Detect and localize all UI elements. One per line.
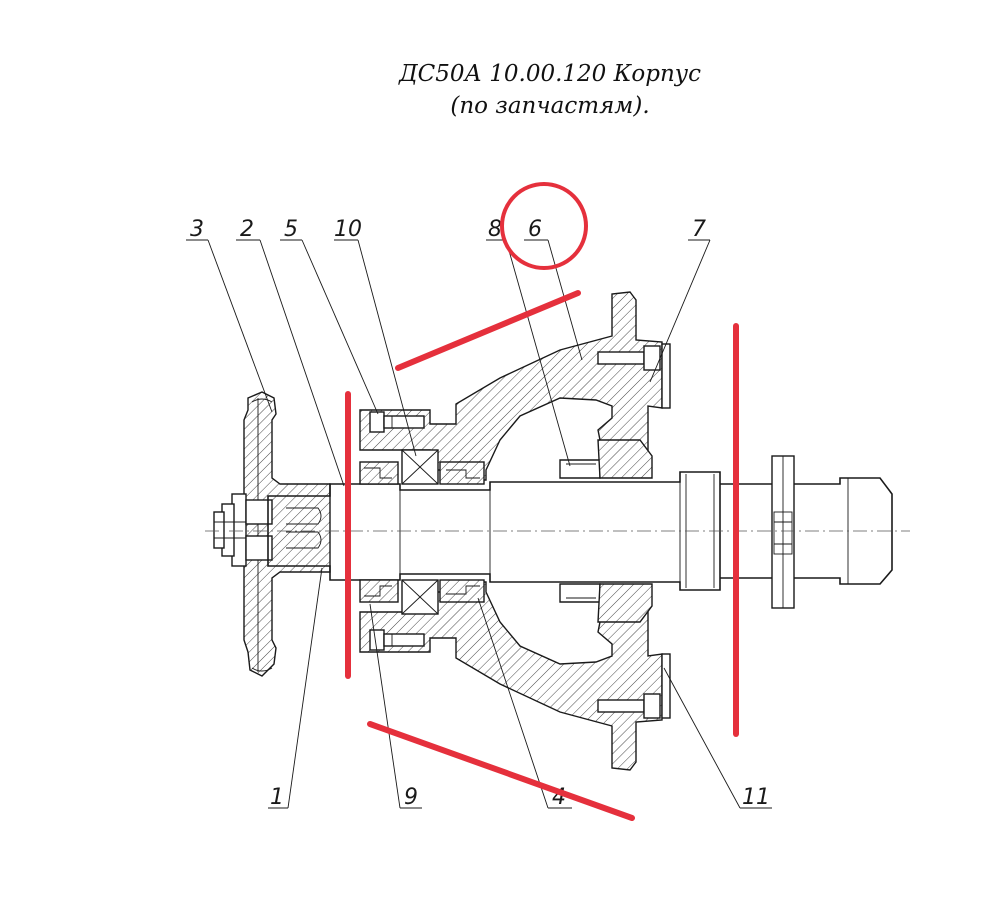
- markup-line-bottom-diagonal: [367, 721, 635, 821]
- seal-left-lower: [359, 579, 399, 603]
- bolt-left-lower: [369, 629, 425, 651]
- bearing-lower: [401, 579, 439, 615]
- bolt-right-lower: [597, 653, 671, 719]
- callout-6: 6: [528, 217, 542, 242]
- red-markup: [345, 182, 739, 821]
- callout-7: 7: [692, 217, 706, 242]
- callout-8: 8: [488, 217, 502, 242]
- callout-2: 2: [240, 217, 254, 242]
- callout-3: 3: [190, 217, 204, 242]
- callout-10: 10: [334, 217, 362, 242]
- markup-circle-part-6: [500, 182, 588, 270]
- callout-11: 11: [742, 785, 770, 810]
- drawing-title: ДС50А 10.00.120 Корпус (по запчастям).: [300, 58, 800, 122]
- bearing-upper: [401, 449, 439, 485]
- seal-right-upper: [439, 461, 485, 485]
- title-line-1: ДС50А 10.00.120 Корпус: [398, 61, 702, 87]
- seal-left-upper: [359, 461, 399, 485]
- callout-9: 9: [404, 785, 418, 810]
- bolt-left-upper: [369, 411, 425, 433]
- callout-1: 1: [270, 785, 284, 810]
- callout-5: 5: [284, 217, 298, 242]
- housing-lower: [359, 581, 663, 771]
- title-line-2: (по запчастям).: [450, 93, 650, 119]
- end-nut-assembly: [213, 493, 322, 567]
- sprocket-part: [243, 391, 331, 677]
- seal-right-lower: [439, 579, 485, 603]
- markup-line-top-diagonal: [395, 290, 581, 371]
- leader-lines: [186, 239, 772, 809]
